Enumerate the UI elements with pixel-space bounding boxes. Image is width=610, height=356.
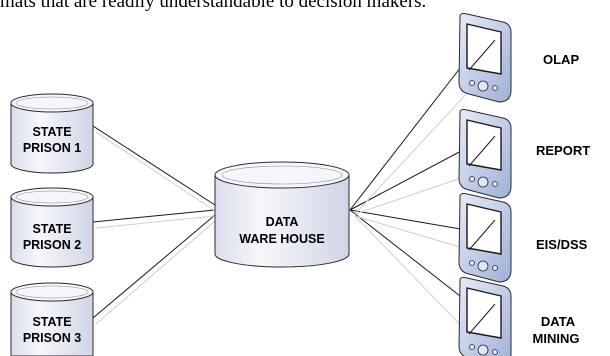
connector-olap: [349, 44, 479, 211]
prison-2-label-line1: STATE: [32, 222, 71, 236]
data-mining-device: [458, 277, 512, 356]
prison-2-label-line2: PRISON 2: [23, 238, 81, 252]
intro-text: mats that are readily understandable to …: [0, 0, 427, 11]
data-mining-label-line2: MINING: [533, 331, 580, 346]
connector-prison-1: [92, 125, 216, 206]
eis-dss-label: EIS/DSS: [536, 237, 588, 252]
olap-label: OLAP: [543, 52, 579, 67]
source-connector-shadows: [95, 131, 216, 325]
connector-eis-dss: [349, 209, 479, 233]
state-prison-1: STATE PRISON 1: [10, 93, 94, 174]
prison-1-label-line2: PRISON 1: [23, 141, 81, 155]
connector-report: [349, 141, 479, 211]
prison-1-label-line1: STATE: [32, 125, 71, 139]
prison-3-label-line2: PRISON 3: [23, 331, 81, 345]
state-prison-2: STATE PRISON 2: [10, 187, 94, 268]
output-connectors: [349, 44, 479, 311]
report-label: REPORT: [536, 143, 590, 158]
connector-prison-3: [92, 214, 216, 319]
olap-device: [458, 13, 512, 103]
connector-prison-2: [92, 209, 216, 223]
output-connector-shadows: [354, 89, 471, 336]
connector-data-mining: [349, 209, 479, 311]
report-device: [458, 109, 512, 199]
data-mining-label-line1: DATA: [541, 314, 576, 329]
data-warehouse: DATA WARE HOUSE: [214, 161, 350, 268]
warehouse-label-line2: WARE HOUSE: [239, 232, 324, 246]
state-prison-3: STATE PRISON 3: [10, 282, 94, 356]
warehouse-label-line1: DATA: [266, 215, 299, 229]
prison-3-label-line1: STATE: [32, 315, 71, 329]
source-connectors: [92, 125, 216, 319]
eis-dss-device: [458, 193, 512, 283]
